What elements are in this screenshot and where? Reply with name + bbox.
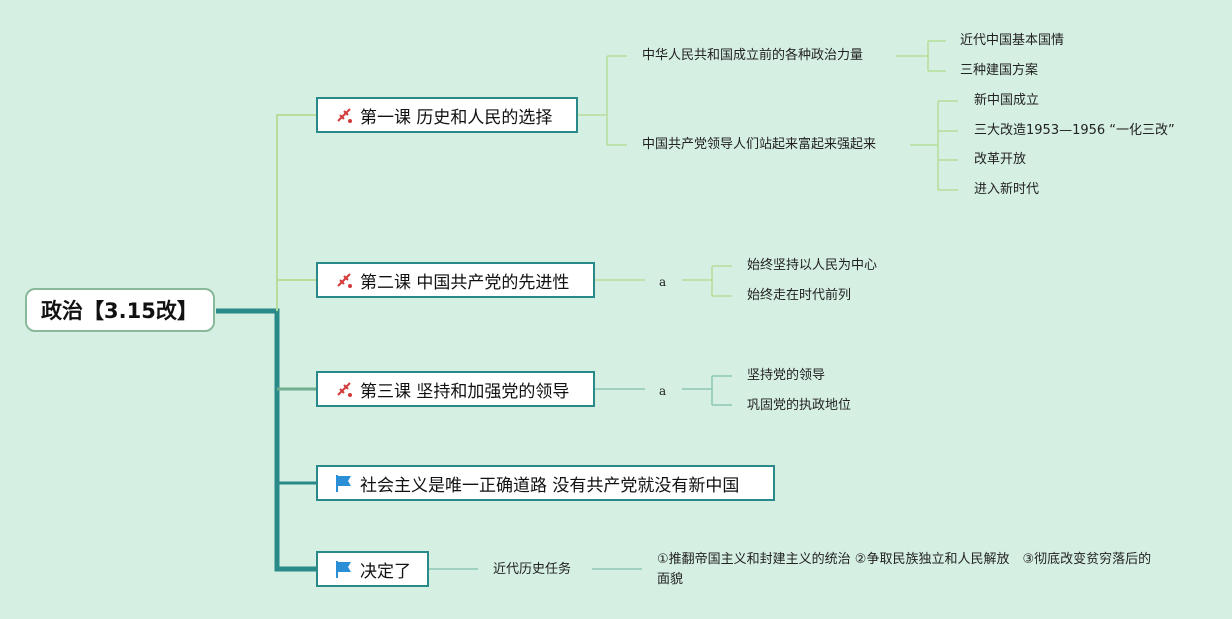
leaf-3-1-1[interactable]: 坚持党的领导 [747,368,826,383]
flag-icon [336,475,351,492]
topic-2-1[interactable]: a [659,275,667,289]
root-node[interactable]: 政治【3.15改】 [25,288,215,332]
branch-lesson-2[interactable]: 第二课 中国共产党的先进性 [316,262,595,298]
leaf-1-2-1[interactable]: 新中国成立 [974,93,1040,108]
leaf-3-1-2[interactable]: 巩固党的执政地位 [747,398,852,413]
leaf-5-1-1[interactable]: ①推翻帝国主义和封建主义的统治 ②争取民族独立和人民解放 ③彻底改变贫穷落后的面… [657,552,1152,587]
branch-lesson-3[interactable]: 第三课 坚持和加强党的领导 [316,371,595,407]
flag-icon [336,561,351,578]
leaf-1-2-3[interactable]: 改革开放 [974,152,1027,167]
root-label: 政治【3.15改】 [41,299,198,323]
branch-label: 第一课 历史和人民的选择 [360,107,553,128]
branch-decided[interactable]: 决定了 [316,551,429,587]
branch-label: 第三课 坚持和加强党的领导 [360,381,570,402]
leaf-1-2-4[interactable]: 进入新时代 [974,182,1040,197]
pin-icon [337,273,352,288]
topic-1-1[interactable]: 中华人民共和国成立前的各种政治力量 [642,48,864,63]
leaf-2-1-1[interactable]: 始终坚持以人民为中心 [747,258,878,273]
branch-label: 社会主义是唯一正确道路 没有共产党就没有新中国 [360,475,740,496]
pin-icon [337,382,352,397]
topic-5-1[interactable]: 近代历史任务 [493,562,572,577]
topic-1-2[interactable]: 中国共产党领导人们站起来富起来强起来 [642,137,877,152]
leaf-1-1-1[interactable]: 近代中国基本国情 [960,33,1065,48]
branch-label: 决定了 [360,561,411,582]
branch-label: 第二课 中国共产党的先进性 [360,272,570,293]
leaf-1-1-2[interactable]: 三种建国方案 [960,63,1039,78]
pin-icon [337,108,352,123]
branch-socialism[interactable]: 社会主义是唯一正确道路 没有共产党就没有新中国 [316,465,775,501]
leaf-1-2-2[interactable]: 三大改造1953—1956 “一化三改” [974,123,1175,138]
leaf-2-1-2[interactable]: 始终走在时代前列 [747,288,852,303]
branch-lesson-1[interactable]: 第一课 历史和人民的选择 [316,97,578,133]
topic-3-1[interactable]: a [659,384,667,398]
